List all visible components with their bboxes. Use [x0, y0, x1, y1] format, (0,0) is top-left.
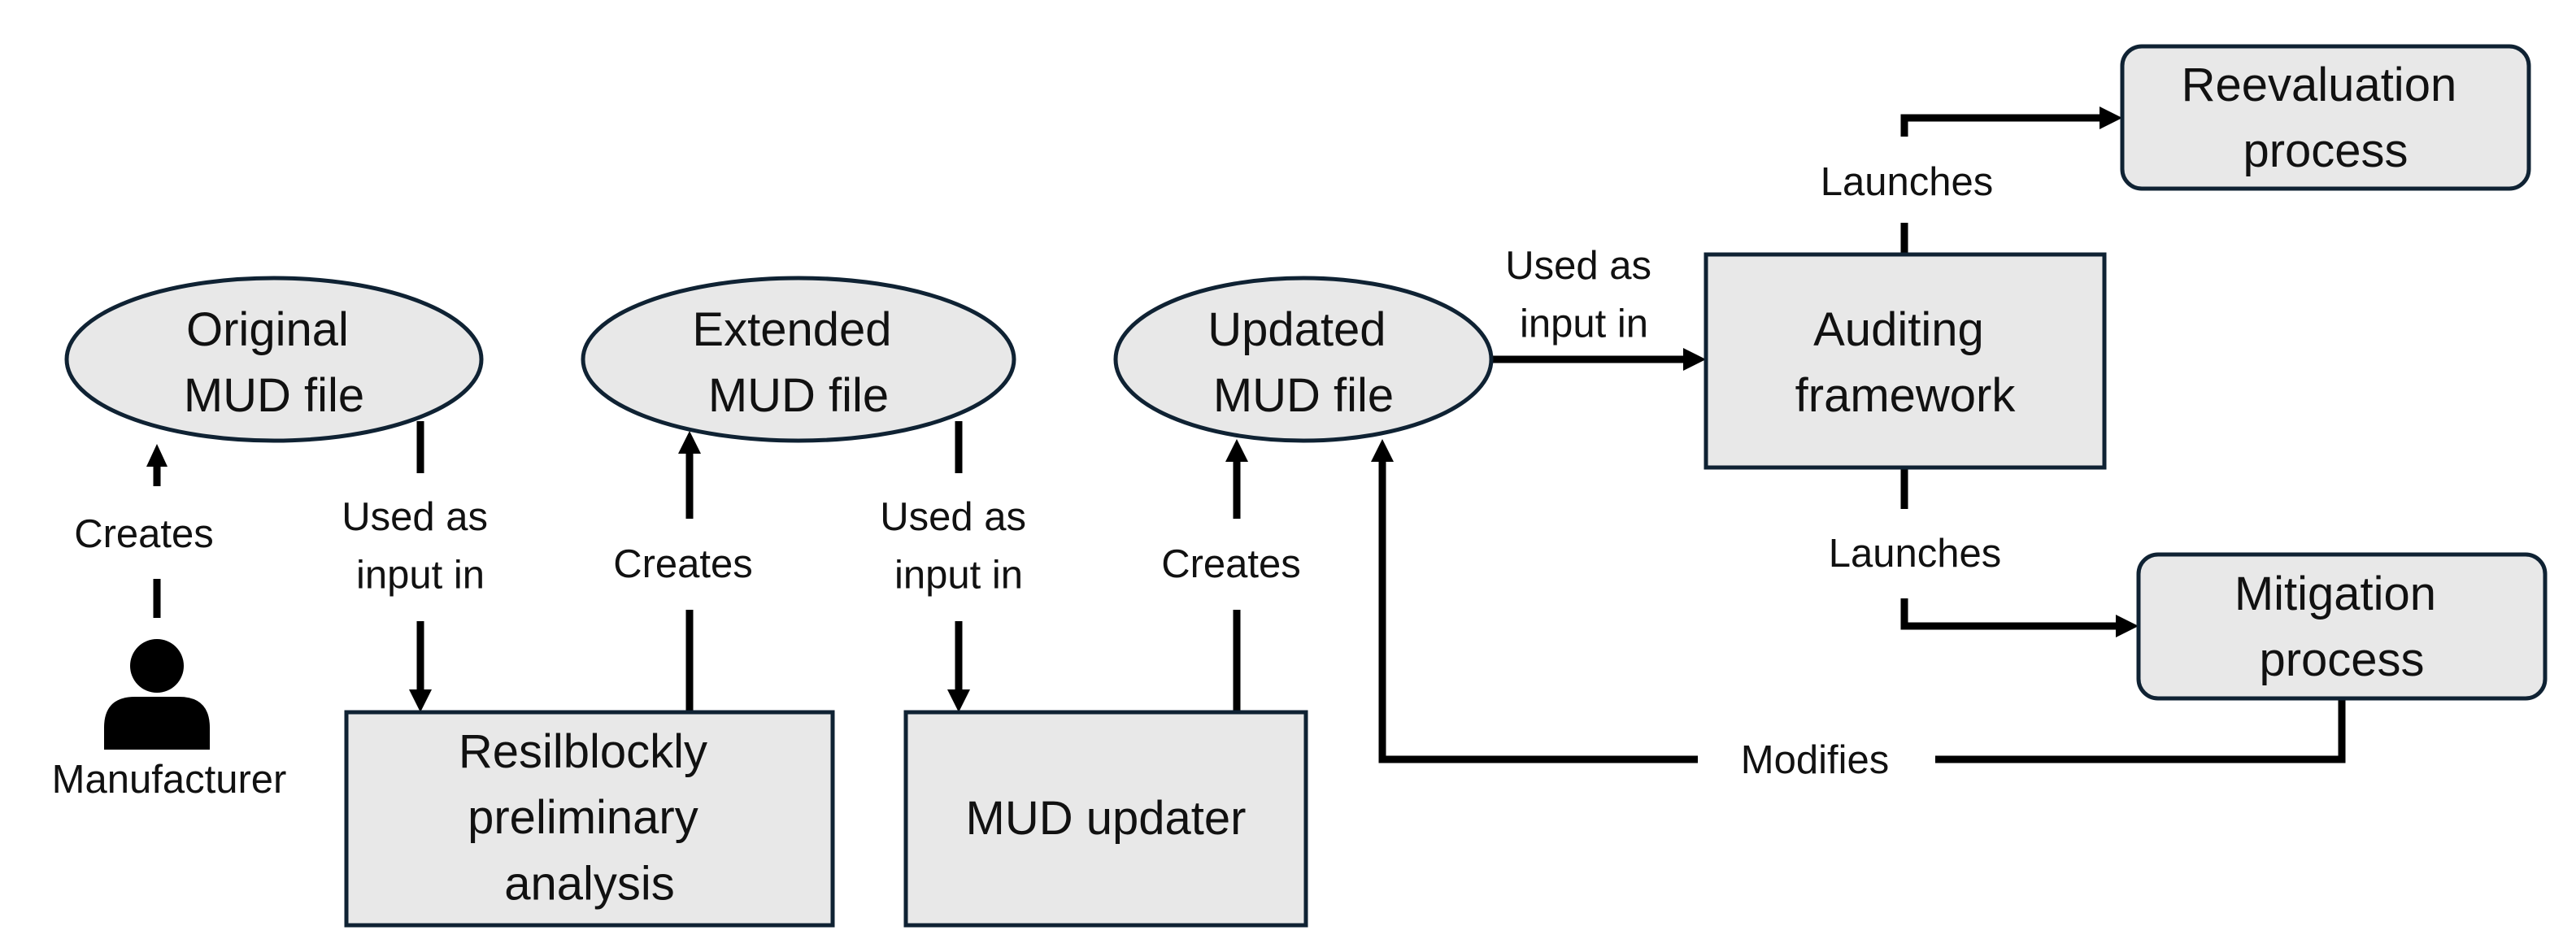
node-reevaluation-process-shape	[2120, 44, 2531, 191]
node-mud-updater-shape	[903, 710, 1308, 928]
node-updated-mud-file-shape	[1113, 276, 1494, 443]
svg-text:Extended MUD file: Extended MUD file	[692, 303, 904, 422]
node-mitigation-process: Mitigation process	[2136, 552, 2548, 701]
label-used-resil: Used as input in	[342, 495, 498, 598]
arrowhead-reeval	[2100, 107, 2122, 129]
label-modifies: Modifies	[1741, 738, 1889, 782]
label-creates-extended: Creates	[613, 542, 753, 586]
svg-text:Resilblockly preliminary: Resilblockly preliminary analysis	[459, 725, 720, 910]
svg-text:Original MUD file: Original MUD file	[184, 303, 364, 422]
arrowhead-extended	[678, 431, 701, 454]
node-updated-mud-file: Updated MUD file	[1113, 276, 1494, 443]
node-resilblockly-analysis-shape	[344, 710, 835, 928]
svg-text:Updated MUD file: Updated MUD file	[1208, 303, 1399, 422]
node-mud-updater: MUD updater	[903, 710, 1308, 928]
svg-text:Auditing framework: Auditing framework	[1795, 303, 2017, 422]
arrowhead-auditing	[1683, 348, 1706, 371]
label-used-updater: Used as input in	[880, 495, 1037, 598]
node-reevaluation-process: Reevaluation process	[2120, 44, 2531, 191]
arrowhead-original	[146, 444, 168, 467]
arrowhead-updater	[947, 689, 970, 712]
edge-launches-reeval-upper	[1900, 114, 2101, 137]
arrowhead-updated	[1225, 439, 1248, 462]
node-original-mud-file-shape	[64, 276, 484, 443]
arrowhead-resil	[409, 689, 432, 712]
svg-text:Mitigation process: Mitigation process	[2234, 567, 2449, 686]
edges	[146, 107, 2346, 763]
arrowhead-mitig	[2116, 615, 2139, 637]
node-auditing-framework-shape	[1704, 252, 2107, 470]
edge-modifies-right	[1935, 699, 2346, 763]
node-original-mud-file: Original MUD file	[64, 276, 484, 443]
svg-text:MUD updater: MUD updater	[966, 792, 1247, 845]
arrowhead-modifies	[1371, 439, 1394, 462]
manufacturer-actor: Manufacturer	[52, 639, 287, 802]
label-launches-reeval: Launches	[1821, 160, 1994, 204]
edge-labels: Creates Used as input in Creates Used as…	[74, 160, 2001, 782]
person-icon	[104, 639, 210, 750]
label-used-auditing: Used as input in	[1505, 244, 1662, 346]
node-auditing-framework: Auditing framework	[1704, 252, 2107, 470]
node-resilblockly-analysis: Resilblockly preliminary analysis	[344, 710, 835, 928]
label-creates-updated: Creates	[1161, 542, 1301, 586]
node-extended-mud-file: Extended MUD file	[581, 276, 1016, 443]
label-launches-mitig: Launches	[1829, 532, 2002, 576]
label-creates-original: Creates	[74, 512, 214, 556]
node-extended-mud-file-shape	[581, 276, 1016, 443]
edge-modifies-left	[1378, 462, 1698, 763]
edge-launches-mitig-lower	[1900, 598, 2117, 630]
svg-text:Reevaluation process: Reevaluation process	[2182, 59, 2470, 177]
node-mitigation-process-shape	[2136, 552, 2548, 701]
manufacturer-label: Manufacturer	[52, 758, 287, 802]
